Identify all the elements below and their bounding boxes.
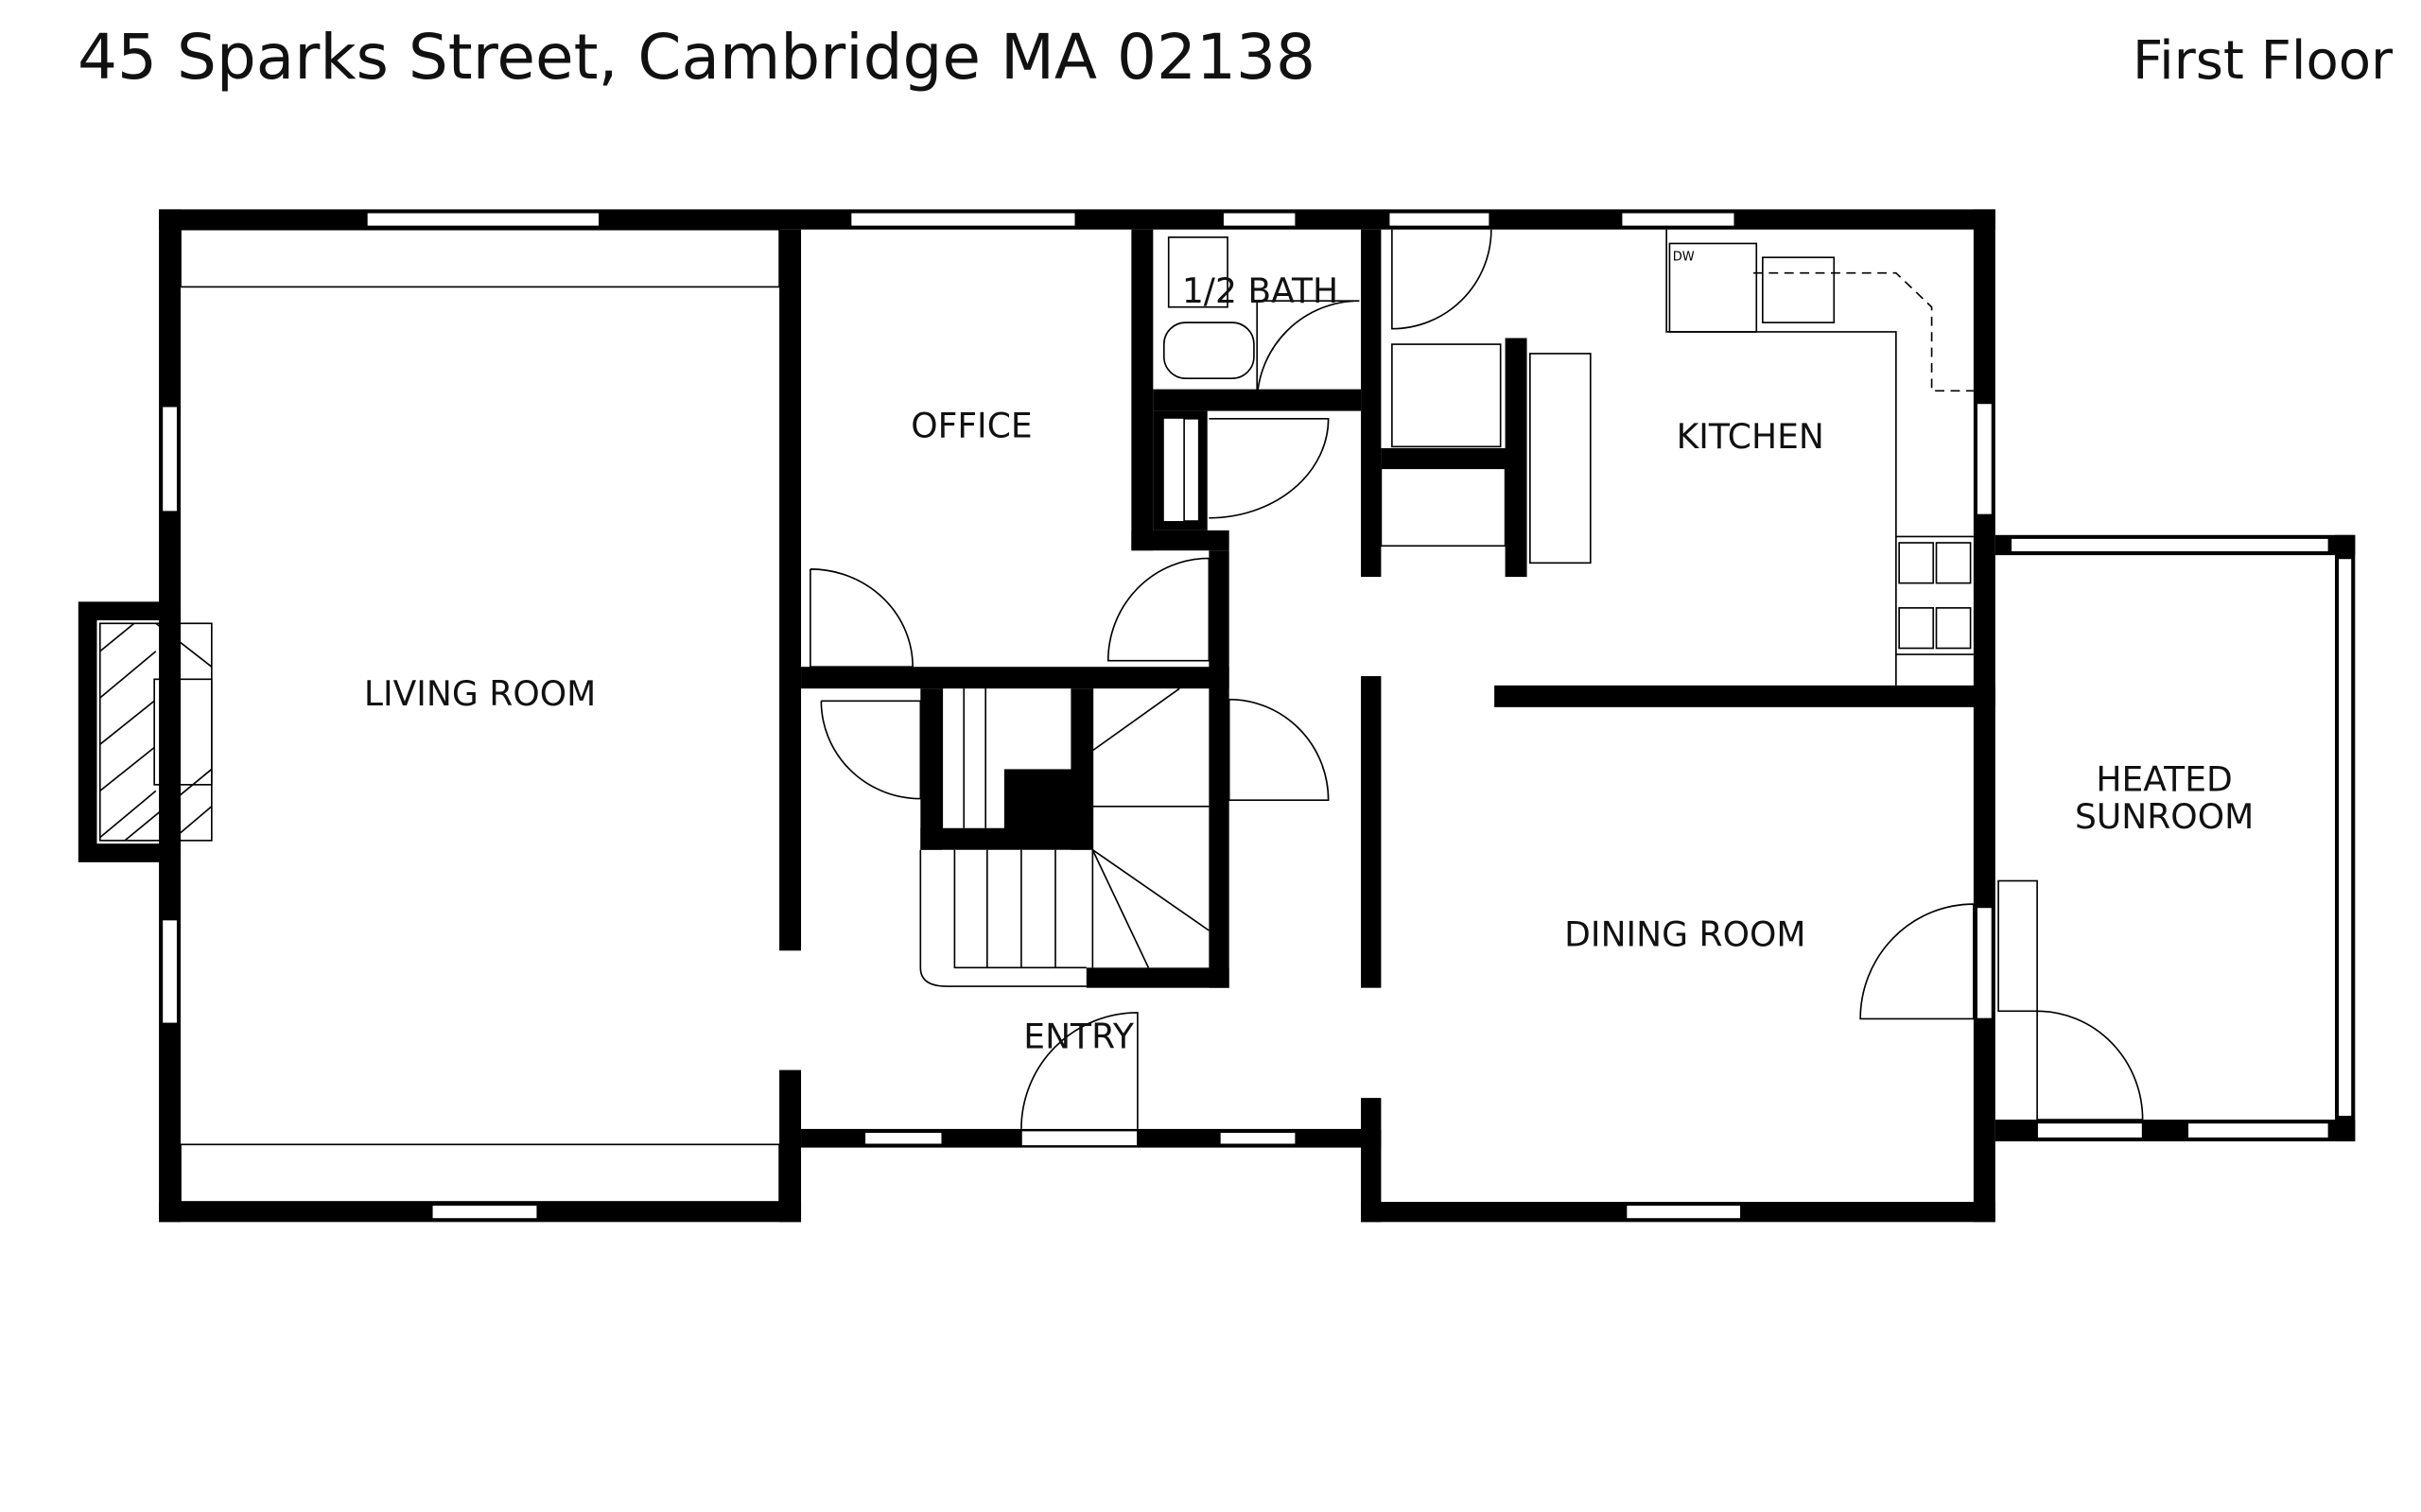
room-label-entry: ENTRY bbox=[1023, 1017, 1135, 1057]
window bbox=[161, 405, 179, 513]
wall bbox=[1361, 1098, 1382, 1223]
wall bbox=[779, 1069, 802, 1223]
door-swing bbox=[810, 568, 914, 669]
window bbox=[2010, 537, 2330, 553]
window bbox=[863, 1131, 944, 1146]
window bbox=[1219, 1131, 1298, 1146]
doors bbox=[810, 229, 2144, 1129]
fireplace bbox=[98, 622, 213, 842]
window bbox=[849, 211, 1077, 228]
room-label-kitchen: KITCHEN bbox=[1677, 417, 1824, 457]
door-swing bbox=[1391, 229, 1492, 330]
door-swing bbox=[1020, 1012, 1139, 1129]
window bbox=[1976, 906, 1994, 1020]
walls bbox=[78, 209, 2356, 1223]
window bbox=[1387, 211, 1491, 228]
door-swing bbox=[1859, 903, 1975, 1020]
windows bbox=[161, 211, 2353, 1220]
wall bbox=[159, 209, 1995, 230]
wall bbox=[779, 229, 802, 951]
dishwasher bbox=[1668, 242, 1758, 333]
room-label-sunroom-line2: SUNROOM bbox=[2075, 797, 2254, 837]
fixtures: DW bbox=[180, 228, 1974, 1203]
bathroom-sink bbox=[1167, 236, 1228, 308]
wall bbox=[920, 688, 943, 850]
door-swing bbox=[820, 700, 922, 800]
door-swing bbox=[1209, 417, 1330, 519]
window bbox=[1976, 402, 1994, 516]
window bbox=[1625, 1204, 1742, 1220]
wall bbox=[1494, 685, 1995, 707]
room-label-office: OFFICE bbox=[911, 406, 1032, 445]
wall bbox=[1505, 338, 1527, 578]
window bbox=[2337, 557, 2353, 1118]
dishwasher-label: DW bbox=[1673, 251, 1695, 265]
window bbox=[1020, 1129, 1139, 1147]
wall bbox=[1361, 676, 1382, 988]
room-labels: LIVING ROOM OFFICE 1/2 BATH KITCHEN ENTR… bbox=[364, 271, 2254, 1057]
wall bbox=[801, 667, 1229, 689]
wall bbox=[1003, 769, 1093, 832]
door-swing bbox=[2036, 1010, 2144, 1121]
wall bbox=[1209, 550, 1229, 988]
window bbox=[2036, 1121, 2144, 1139]
room-label-dining-room: DINING ROOM bbox=[1564, 914, 1805, 954]
wall bbox=[1131, 530, 1229, 551]
door-swing bbox=[1256, 300, 1360, 404]
window bbox=[366, 211, 601, 228]
window bbox=[161, 918, 179, 1025]
door-swing bbox=[1228, 698, 1330, 802]
window bbox=[2186, 1121, 2330, 1139]
stairs bbox=[919, 687, 1210, 987]
kitchen-counter bbox=[1665, 229, 1974, 686]
window bbox=[430, 1204, 539, 1220]
address-title: 45 Sparks Street, Cambridge MA 02138 bbox=[78, 21, 1316, 94]
closet-shelf bbox=[1391, 343, 1502, 448]
wall bbox=[1086, 967, 1229, 988]
kitchen-sink bbox=[1762, 256, 1836, 323]
wall bbox=[1381, 447, 1517, 469]
room-label-living-room: LIVING ROOM bbox=[364, 674, 596, 714]
kitchen-island bbox=[1529, 353, 1592, 565]
window bbox=[1620, 211, 1736, 228]
wall bbox=[1131, 229, 1154, 551]
wall bbox=[1973, 209, 1995, 1223]
stove bbox=[1898, 542, 1972, 650]
toilet bbox=[1162, 322, 1255, 379]
room-label-sunroom-line1: HEATED bbox=[2096, 759, 2232, 799]
room-label-half-bath: 1/2 BATH bbox=[1182, 271, 1338, 311]
door-swing bbox=[1106, 557, 1210, 662]
window bbox=[1222, 211, 1298, 228]
floor-label: First Floor bbox=[2133, 30, 2393, 92]
wall bbox=[1361, 229, 1382, 578]
wall bbox=[920, 827, 1093, 850]
